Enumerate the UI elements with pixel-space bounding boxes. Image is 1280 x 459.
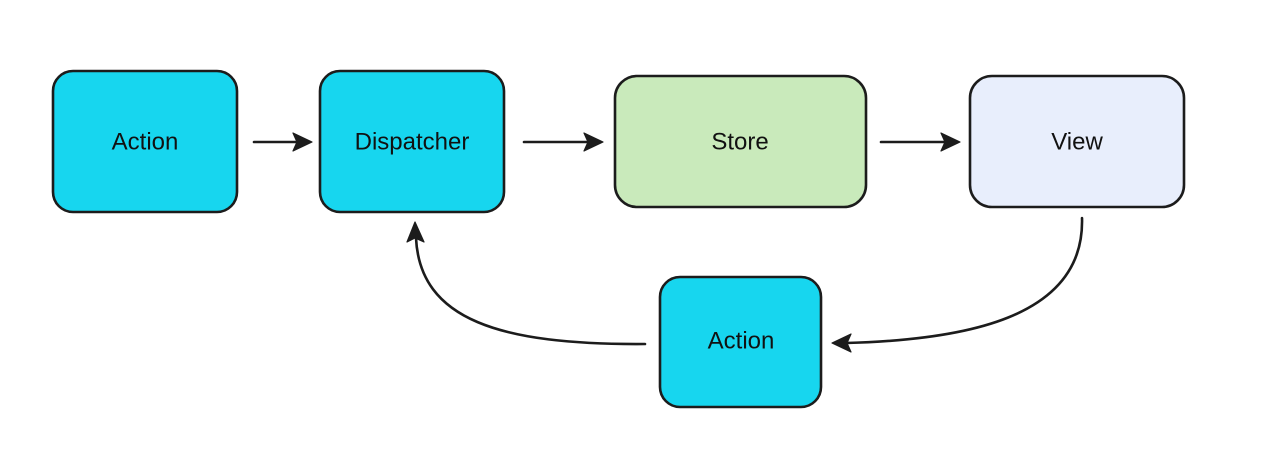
arrow-dispatcher-to-store — [522, 132, 604, 152]
arrow-action-to-dispatcher-head — [292, 132, 313, 152]
view-box: View — [968, 74, 1186, 209]
view-box-shape — [968, 74, 1186, 209]
action-box-top-shape — [51, 69, 239, 214]
arrow-action-to-dispatcher-return-line — [414, 236, 647, 346]
view-label: View — [1051, 129, 1103, 156]
arrow-view-to-action-head — [831, 333, 852, 353]
arrow-action-to-dispatcher-return — [406, 221, 647, 346]
action-box-bottom-shape — [658, 275, 823, 409]
action-box-top: Action — [51, 69, 239, 214]
dispatcher-label: Dispatcher — [355, 129, 470, 156]
arrow-action-to-dispatcher — [252, 132, 313, 152]
arrow-action-to-dispatcher-return-head — [406, 221, 425, 243]
store-label: Store — [711, 129, 768, 156]
store-box: Store — [613, 74, 868, 209]
dispatcher-box-shape — [318, 69, 506, 214]
arrow-view-to-action-line — [844, 216, 1084, 345]
arrow-view-to-action — [831, 216, 1084, 353]
arrow-store-to-view-head — [940, 132, 961, 152]
action-box-bottom: Action — [658, 275, 823, 409]
arrow-store-to-view — [879, 132, 961, 152]
action-label-top: Action — [112, 129, 179, 156]
dispatcher-box: Dispatcher — [318, 69, 506, 214]
action-label-bottom: Action — [708, 328, 775, 355]
arrow-dispatcher-to-store-head — [583, 132, 604, 152]
store-box-shape — [613, 74, 868, 209]
